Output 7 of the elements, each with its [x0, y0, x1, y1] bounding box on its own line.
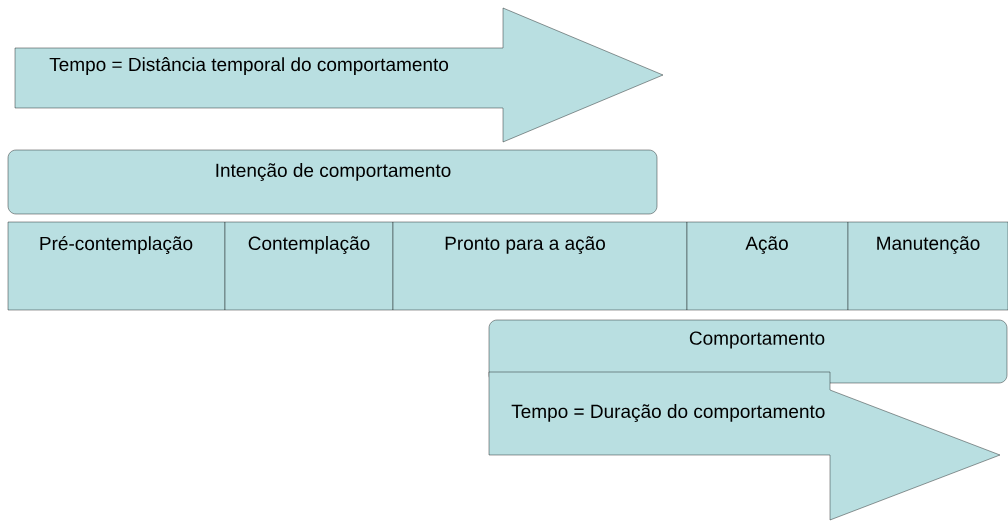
- rounded-box: Intenção de comportamento: [7, 149, 658, 215]
- stage-cell: Ação: [686, 221, 849, 311]
- stage-cell: Contemplação: [224, 221, 394, 311]
- stage-cell: Manutenção: [847, 221, 1008, 311]
- node-label: Comportamento: [689, 331, 825, 349]
- stage-cell: Pré-contemplação: [7, 221, 226, 311]
- stage-cell: Pronto para a ação: [392, 221, 688, 311]
